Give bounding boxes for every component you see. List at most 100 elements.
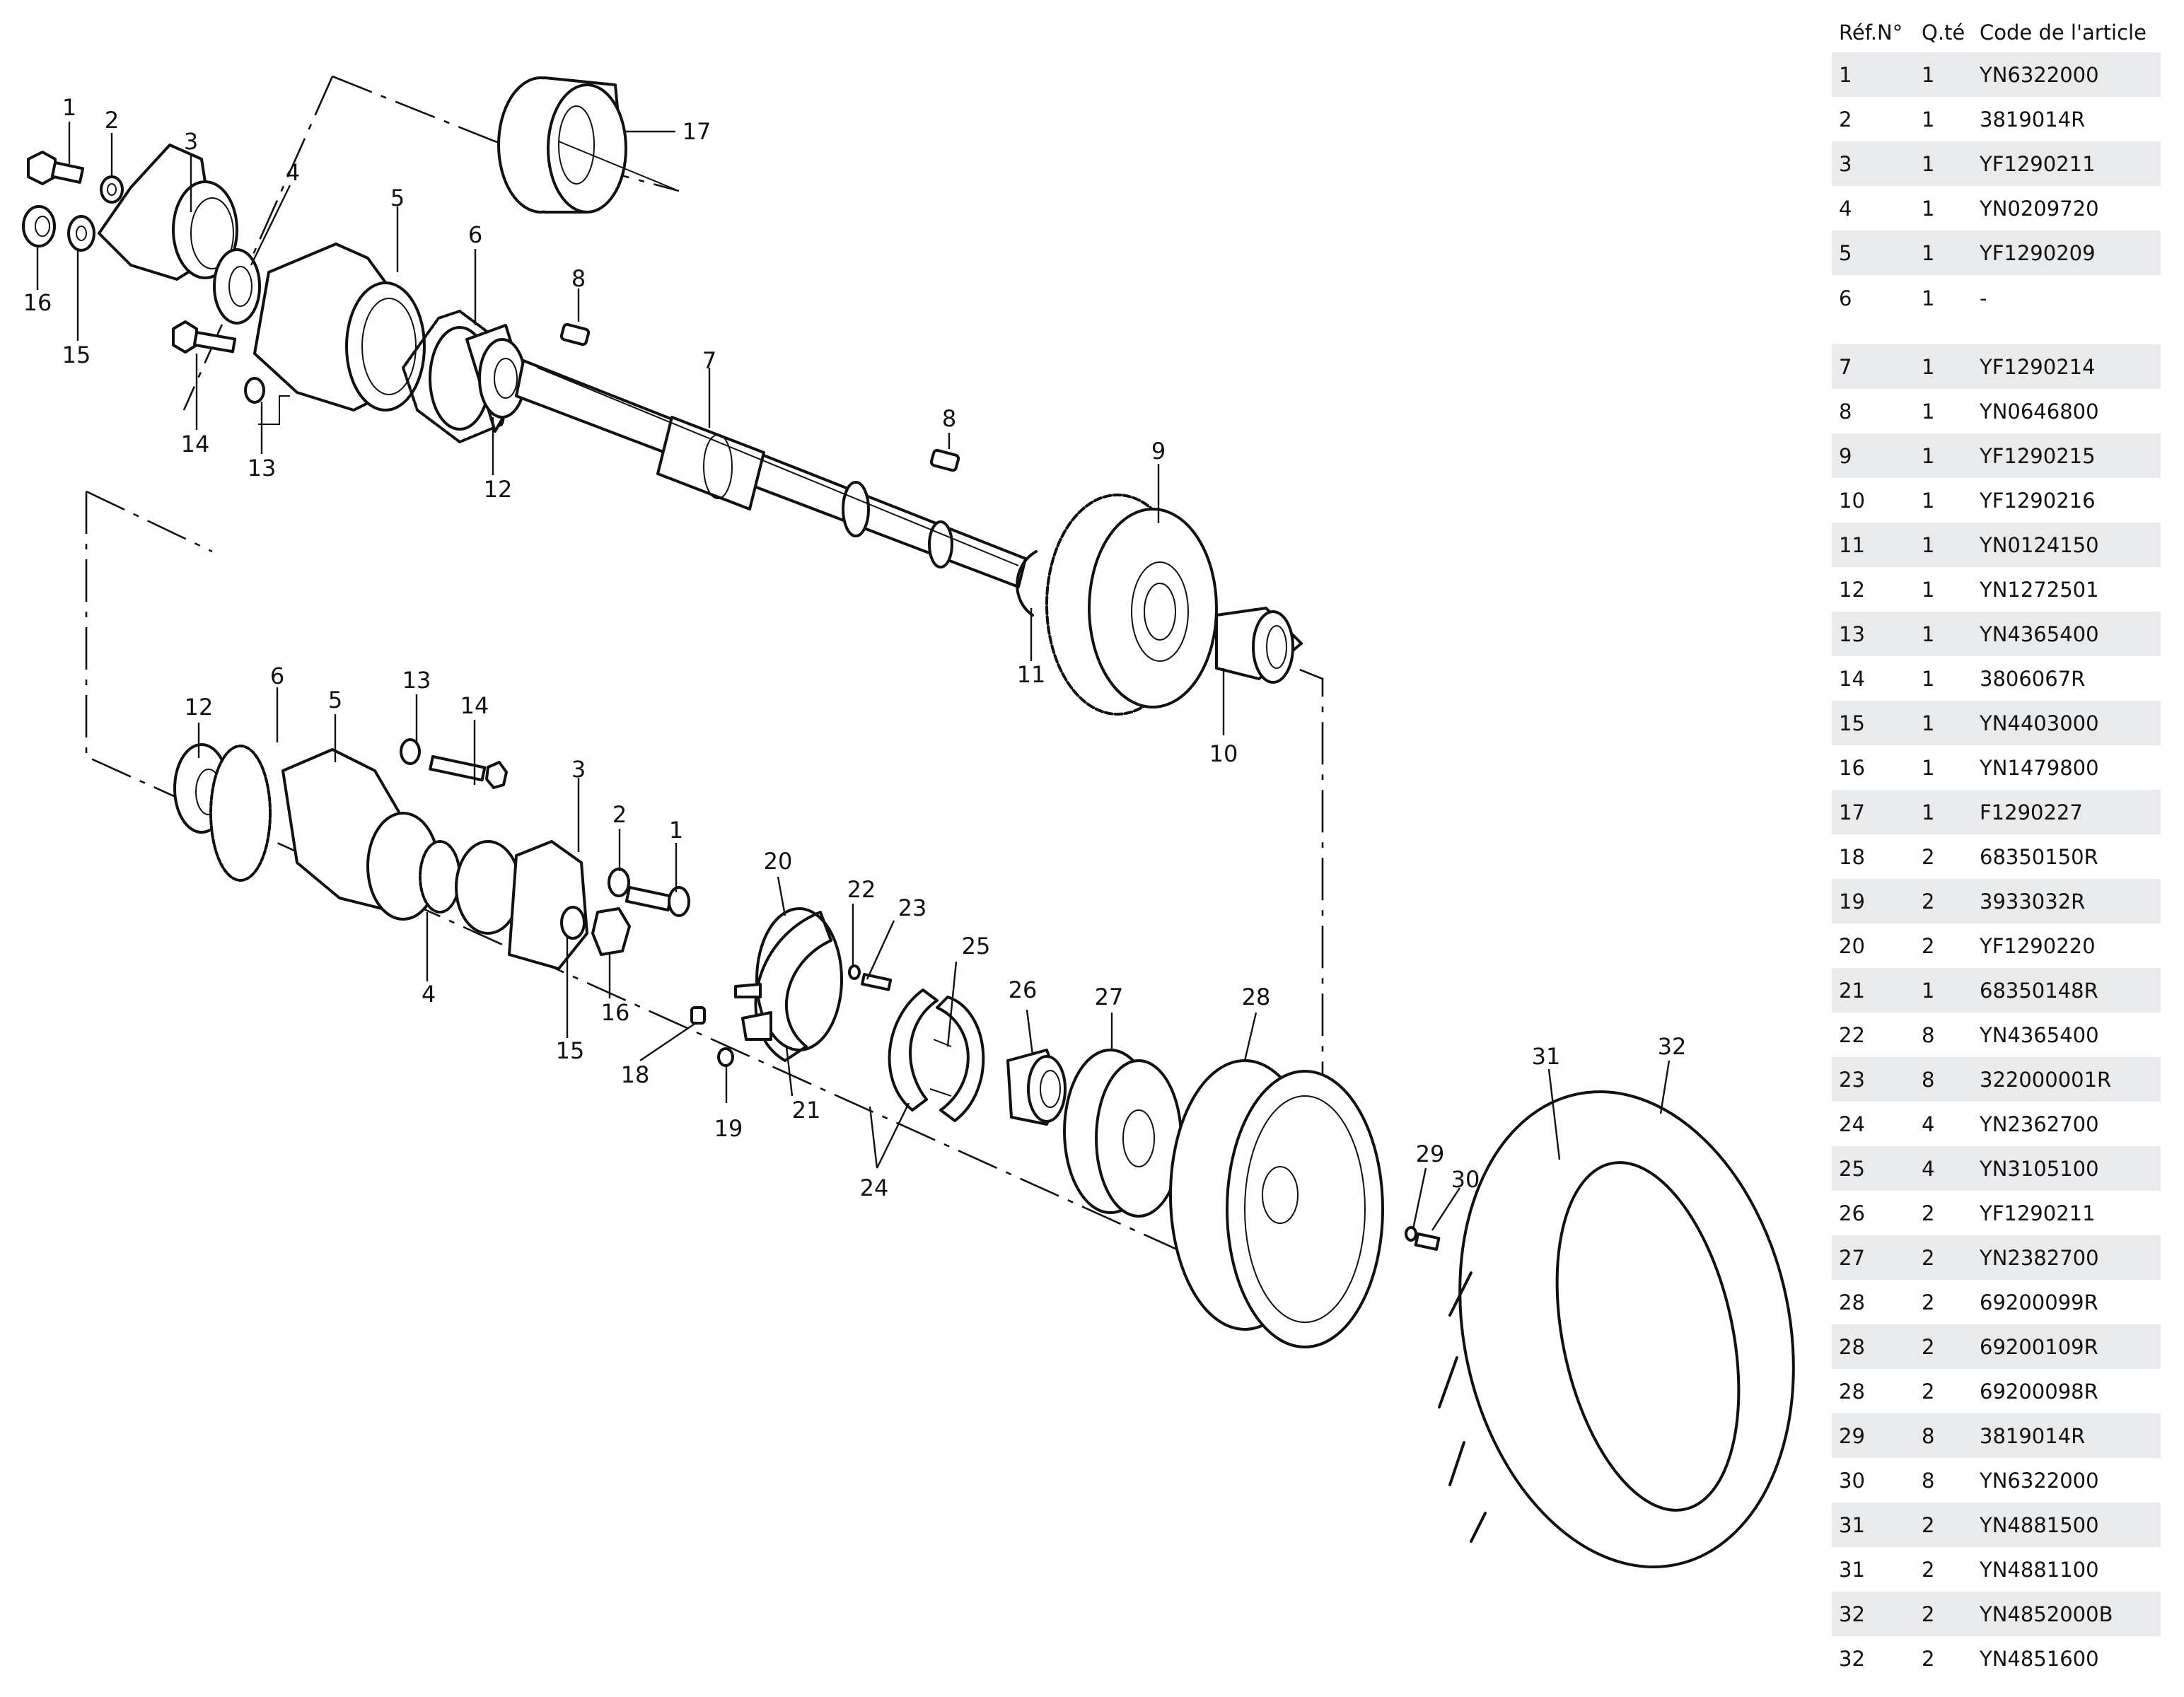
callout-8-shaft: 8 [941, 405, 957, 432]
cell-ref: 8 [1839, 399, 1852, 424]
cell-qty: 2 [1922, 1290, 1935, 1314]
cell-code: YF1290209 [1980, 240, 2096, 265]
cell-code: 322000001R [1980, 1067, 2112, 1092]
part-gasket-6-mid [209, 745, 272, 882]
part-bolt-23 [861, 973, 893, 991]
callout-32: 32 [1657, 1033, 1687, 1060]
part-washer-15-top [67, 215, 95, 252]
cell-ref: 29 [1839, 1423, 1865, 1448]
cell-qty: 1 [1922, 711, 1935, 735]
cell-code: YF1290211 [1980, 1201, 2096, 1225]
part-nut-16-mid [591, 907, 631, 956]
cell-qty: 2 [1922, 1512, 1935, 1537]
part-washer-15-mid [560, 906, 586, 940]
cell-qty: 1 [1922, 443, 1935, 468]
callout-20: 20 [763, 848, 793, 875]
cell-ref: 12 [1839, 577, 1865, 602]
callout-2-mid: 2 [612, 801, 627, 828]
cell-qty: 1 [1922, 240, 1935, 265]
callout-2: 2 [104, 107, 120, 134]
cell-code: YN2362700 [1980, 1112, 2099, 1136]
callout-5: 5 [390, 185, 405, 211]
callout-5-mid: 5 [327, 687, 343, 713]
callout-1: 1 [62, 94, 77, 121]
cell-qty: 1 [1922, 622, 1935, 646]
callout-18: 18 [620, 1061, 650, 1088]
callout-13: 13 [247, 455, 277, 482]
callout-6-mid: 6 [269, 663, 285, 689]
callout-4-mid: 4 [421, 981, 436, 1008]
callout-21: 21 [791, 1097, 821, 1124]
callout-19: 19 [714, 1115, 743, 1142]
callout-30: 30 [1451, 1166, 1480, 1193]
callout-22: 22 [847, 876, 876, 903]
part-flange-3-top [98, 144, 238, 281]
cell-ref: 22 [1839, 1022, 1865, 1047]
cell-ref: 16 [1839, 755, 1865, 780]
cell-qty: 4 [1922, 1112, 1935, 1136]
callout-31: 31 [1531, 1043, 1561, 1070]
cell-code: YN6322000 [1980, 1468, 2099, 1493]
cell-code: 3819014R [1980, 107, 2086, 132]
cell-qty: 2 [1922, 1201, 1935, 1225]
part-nut-19 [717, 1047, 734, 1067]
cell-code: YN1479800 [1980, 755, 2099, 780]
cell-code: YN1272501 [1980, 577, 2099, 602]
part-bolt-18 [690, 1006, 706, 1025]
callout-13-mid: 13 [402, 667, 431, 694]
cell-ref: 17 [1839, 800, 1865, 824]
table-row: 17 1 F1290227 [1832, 790, 2161, 834]
cell-code: YN4365400 [1980, 1022, 2099, 1047]
part-spacer-10 [1215, 607, 1303, 684]
cell-ref: 9 [1839, 443, 1852, 468]
cell-code: YN4365400 [1980, 622, 2099, 646]
cell-ref: 11 [1839, 532, 1865, 557]
callout-16-mid: 16 [600, 999, 630, 1026]
cell-ref: 27 [1839, 1245, 1865, 1270]
cell-qty: 2 [1922, 889, 1935, 914]
part-washer-2-mid [608, 868, 630, 897]
part-key-8-shaft [929, 448, 960, 472]
part-hub-26 [1006, 1049, 1067, 1126]
cell-code: 3806067R [1980, 666, 2086, 691]
cell-qty: 1 [1922, 800, 1935, 824]
callout-25: 25 [961, 933, 991, 960]
cell-code: 69200109R [1980, 1334, 2098, 1359]
table-header: Réf.N° Q.té Code de l'article [1832, 13, 2161, 52]
callout-11: 11 [1016, 661, 1046, 688]
cell-code: 68350148R [1980, 978, 2098, 1003]
part-seal-4-mid [419, 840, 461, 914]
cell-ref: 32 [1839, 1602, 1865, 1626]
cell-ref: 26 [1839, 1201, 1865, 1225]
cell-code: YN4403000 [1980, 711, 2099, 735]
part-bolt-14-top [172, 320, 237, 354]
table-row: 26 2 YF1290211 [1832, 1191, 2161, 1235]
callout-1-mid: 1 [668, 817, 684, 844]
cell-qty: 4 [1922, 1156, 1935, 1181]
cell-code: F1290227 [1980, 800, 2083, 824]
cell-code: YN4881100 [1980, 1557, 2099, 1582]
callout-12: 12 [483, 476, 513, 503]
cell-qty: 2 [1922, 1245, 1935, 1270]
cell-ref: 32 [1839, 1646, 1865, 1671]
callout-26: 26 [1008, 976, 1038, 1003]
callout-3-mid: 3 [571, 756, 586, 783]
callout-17: 17 [682, 118, 711, 145]
